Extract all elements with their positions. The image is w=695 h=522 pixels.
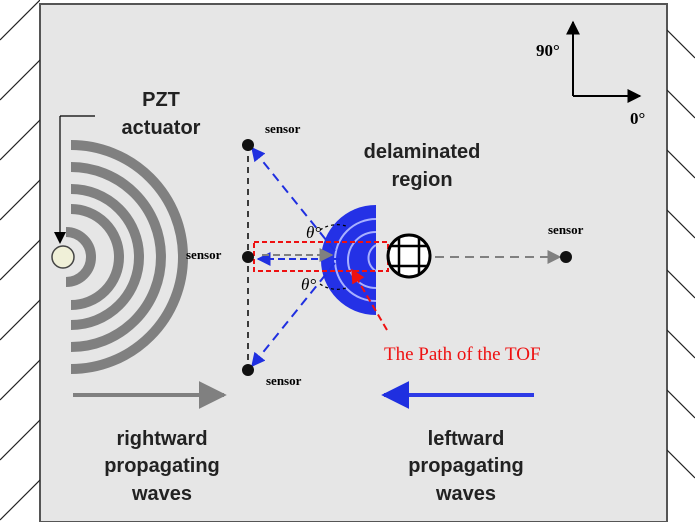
angle-arc-lower: [319, 283, 347, 290]
delamination-grid: [386, 233, 432, 279]
rightward-label-line2: propagating: [104, 455, 220, 477]
angle-label-upper: θ°: [306, 223, 321, 242]
angle-arc-upper: [319, 224, 347, 231]
reflection-arrow-upper: [251, 146, 336, 252]
reflection-arrow-lower: [251, 262, 336, 368]
sensor-middle-label: sensor: [186, 247, 222, 262]
sensor-middle-dot: [242, 251, 254, 263]
rightward-label-line3: waves: [131, 483, 192, 505]
left-boundary-hatching: [0, 0, 40, 521]
tof-label: The Path of the TOF: [384, 344, 541, 365]
tof-pointer-arrow: [351, 268, 388, 331]
sensor-right-label: sensor: [548, 222, 584, 237]
delamination-label-line1: delaminated: [364, 141, 481, 163]
pzt-actuator: PZT actuator: [51, 89, 201, 374]
pzt-disk: [51, 245, 75, 269]
axis-0-label: 0°: [630, 109, 645, 128]
delamination-label-line2: region: [391, 169, 452, 191]
sensor-bottom-dot: [242, 364, 254, 376]
leftward-label-line1: leftward: [428, 428, 505, 450]
right-boundary-hatching: [667, 29, 695, 479]
actuator-wavefronts: [65, 140, 188, 374]
orientation-axes: 90° 0°: [536, 20, 645, 128]
actuator-label-line2: actuator: [122, 117, 201, 139]
sensor-right-dot: [560, 251, 572, 263]
actuator-label-line1: PZT: [142, 89, 180, 111]
axis-90-label: 90°: [536, 41, 560, 60]
rightward-label-line1: rightward: [116, 428, 207, 450]
leftward-label-line2: propagating: [408, 455, 524, 477]
angle-label-lower: θ°: [301, 275, 316, 294]
sensor-bottom-label: sensor: [266, 373, 302, 388]
sensor-top-dot: [242, 139, 254, 151]
sensor-top-label: sensor: [265, 121, 301, 136]
leftward-label-line3: waves: [435, 483, 496, 505]
